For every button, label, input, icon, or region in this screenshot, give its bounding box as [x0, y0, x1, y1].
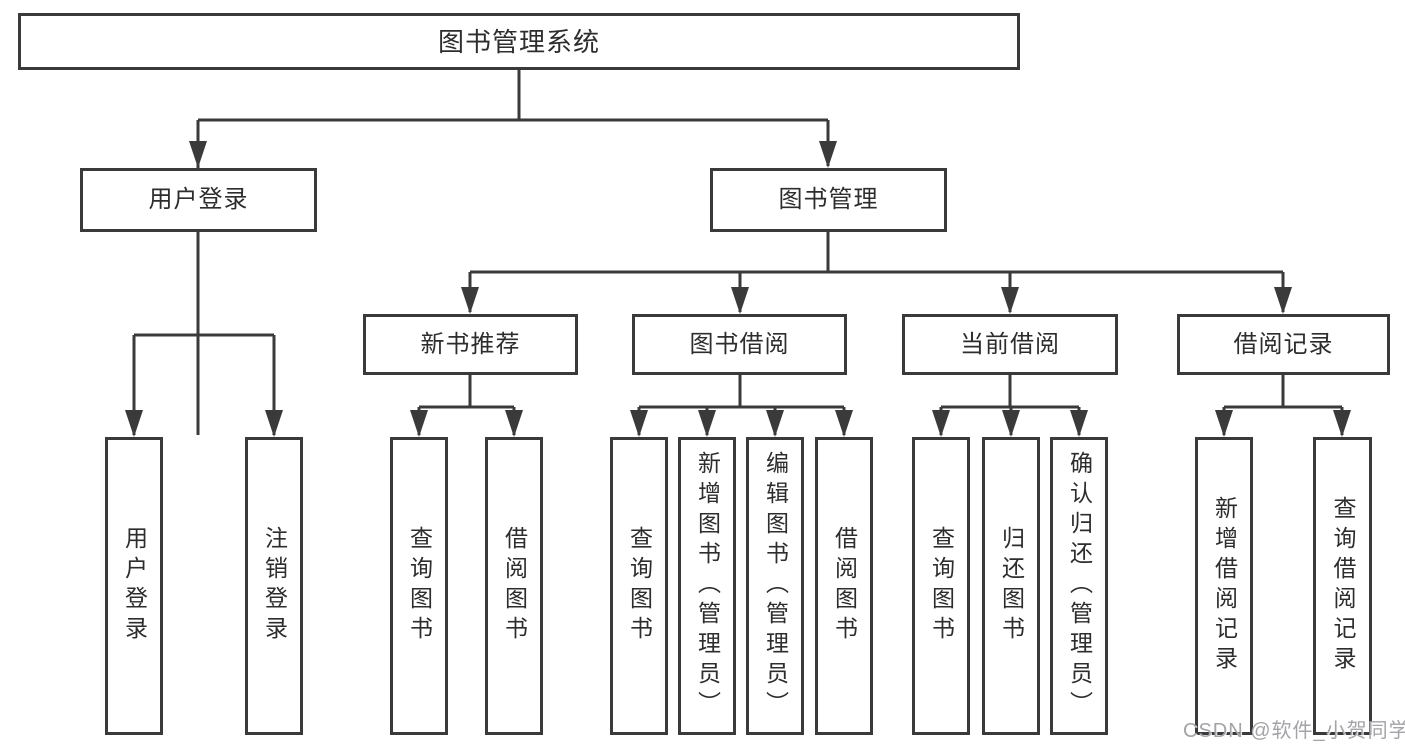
- leaf-logout: 注销登录: [245, 437, 303, 735]
- arrow-down-icon: [698, 410, 716, 437]
- leaf-bb-query-books: 查询图书: [610, 437, 668, 735]
- node-book-borrowing: 图书借阅: [632, 314, 847, 375]
- arrow-down-icon: [932, 410, 950, 437]
- node-book-management: 图书管理: [710, 168, 947, 232]
- leaf-nb-borrow-books: 借阅图书: [485, 437, 543, 735]
- arrow-down-icon: [265, 410, 283, 437]
- connector-current-borrow-to-leaves: [939, 375, 1081, 435]
- leaf-user-login: 用户登录: [105, 437, 163, 735]
- arrow-down-icon: [731, 287, 749, 314]
- connector-new-book-to-leaves: [417, 375, 516, 435]
- node-borrowing-records: 借阅记录: [1177, 314, 1390, 375]
- connector-book-mgmt-to-level3: [468, 232, 1285, 312]
- arrow-down-icon: [766, 410, 784, 437]
- node-current-borrowing: 当前借阅: [902, 314, 1118, 375]
- connector-borrow-record-to-leaves: [1222, 375, 1344, 435]
- arrow-down-icon: [1001, 287, 1019, 314]
- arrow-down-icon: [125, 410, 143, 437]
- arrow-down-icon: [1215, 410, 1233, 437]
- arrow-down-icon: [1274, 287, 1292, 314]
- leaf-br-add-record-label: 新增借阅记录: [1211, 496, 1238, 676]
- leaf-br-add-record: 新增借阅记录: [1195, 437, 1253, 735]
- connector-book-borrow-to-leaves: [637, 375, 846, 435]
- leaf-nb-borrow-books-label: 借阅图书: [501, 526, 528, 646]
- leaf-bb-edit-books-admin: 编辑图书（管理员）: [746, 437, 804, 735]
- leaf-bb-query-books-label: 查询图书: [626, 526, 653, 646]
- leaf-bb-add-books-admin-label: 新增图书（管理员）: [694, 451, 721, 721]
- arrow-down-icon: [630, 410, 648, 437]
- arrow-down-icon: [1070, 410, 1088, 437]
- arrow-down-icon: [1002, 410, 1020, 437]
- arrow-down-icon: [505, 410, 523, 437]
- connector-root-to-level2: [196, 69, 830, 435]
- leaf-br-query-record-label: 查询借阅记录: [1330, 496, 1356, 676]
- leaf-bb-edit-books-admin-label: 编辑图书（管理员）: [762, 451, 789, 721]
- arrow-down-icon: [819, 141, 837, 168]
- connector-user-login-to-leaves: [132, 232, 276, 435]
- leaf-nb-query-books: 查询图书: [390, 437, 448, 735]
- arrow-down-icon: [1333, 410, 1351, 437]
- arrow-down-icon: [461, 287, 479, 314]
- csdn-watermark: CSDN @软件_小贺同学: [1183, 720, 1405, 742]
- arrow-down-icon: [410, 410, 428, 437]
- node-user-login: 用户登录: [80, 168, 317, 232]
- leaf-bb-borrow-books: 借阅图书: [815, 437, 873, 735]
- leaf-bb-borrow-books-label: 借阅图书: [831, 526, 858, 646]
- arrow-down-icon: [189, 141, 207, 168]
- leaf-cb-confirm-return-admin-label: 确认归还（管理员）: [1066, 451, 1093, 721]
- leaf-user-login-label: 用户登录: [121, 526, 148, 646]
- leaf-cb-confirm-return-admin: 确认归还（管理员）: [1050, 437, 1108, 735]
- leaf-br-query-record: 查询借阅记录: [1313, 437, 1372, 735]
- leaf-cb-return-books: 归还图书: [982, 437, 1040, 735]
- leaf-cb-query-books-label: 查询图书: [928, 526, 955, 646]
- node-library-management-system: 图书管理系统: [18, 13, 1020, 70]
- node-new-book-recommend: 新书推荐: [363, 314, 578, 375]
- leaf-cb-query-books: 查询图书: [912, 437, 970, 735]
- arrow-down-icon: [835, 410, 853, 437]
- leaf-cb-return-books-label: 归还图书: [998, 526, 1025, 646]
- leaf-nb-query-books-label: 查询图书: [406, 526, 433, 646]
- leaf-bb-add-books-admin: 新增图书（管理员）: [678, 437, 736, 735]
- leaf-logout-label: 注销登录: [261, 526, 288, 646]
